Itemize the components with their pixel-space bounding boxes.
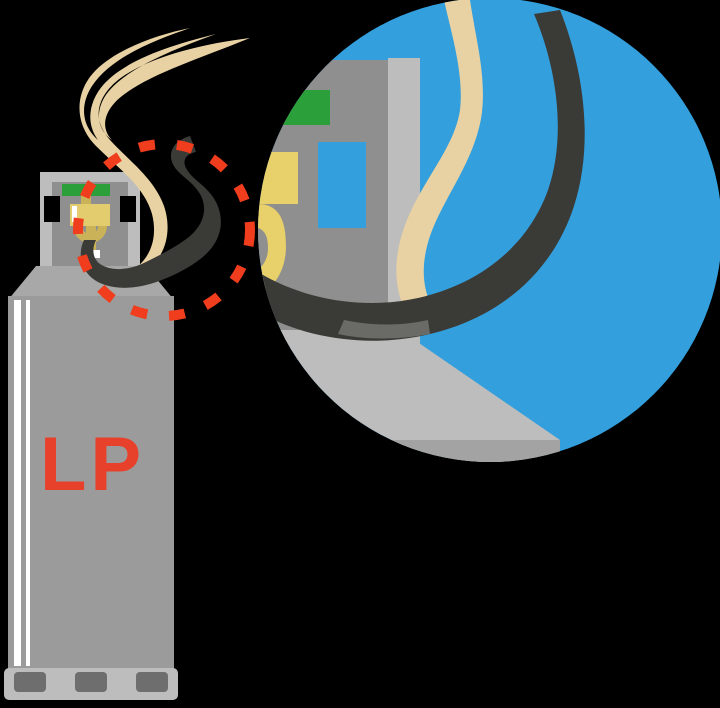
inset-black-hose	[258, 10, 585, 341]
dashed-highlight-circle	[73, 139, 255, 321]
tank-body	[8, 296, 174, 672]
valve-neck	[86, 226, 96, 250]
inset-black-hose-shade	[338, 320, 430, 339]
valve-plate	[72, 206, 77, 222]
inset-cream-hose	[396, 0, 483, 330]
valve-stem	[81, 192, 91, 206]
tank-foot-right	[136, 672, 168, 692]
collar-window-left	[44, 196, 60, 222]
cream-hose-main	[79, 28, 250, 266]
collar-top-rail	[40, 172, 140, 182]
black-hose-main	[80, 136, 221, 288]
tank-foot-left	[14, 672, 46, 692]
tank-highlight-wide	[14, 300, 21, 666]
lp-tank: LP	[4, 172, 178, 700]
tank-lp-label: LP	[40, 422, 145, 507]
tank-foot-center	[75, 672, 107, 692]
collar-window-right	[120, 196, 136, 222]
tank-highlight-narrow	[26, 300, 30, 666]
inset-valve-knob	[258, 204, 286, 300]
inset-collar-window	[318, 142, 366, 228]
